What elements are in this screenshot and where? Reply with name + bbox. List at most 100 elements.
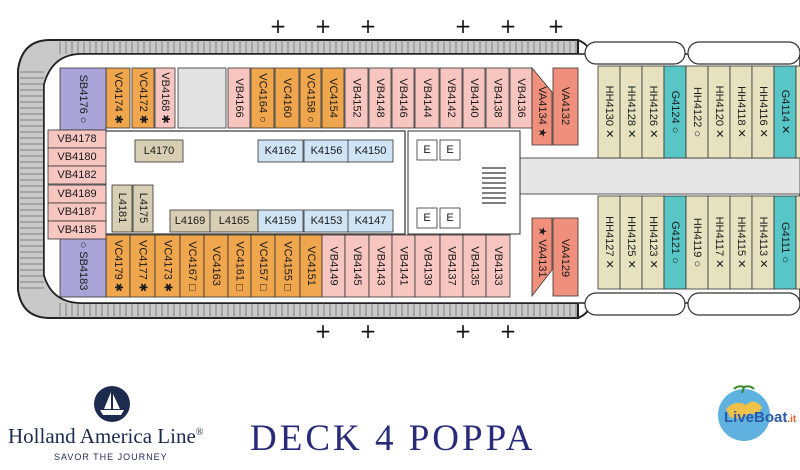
cabin-label-vb4187: VB4187: [57, 206, 96, 218]
cabin-k4150: [347, 139, 394, 163]
cabin-label-vb4140: VB4140: [468, 78, 480, 117]
plus-mark: +: [500, 14, 517, 38]
cabin-vc4177: [129, 234, 156, 298]
cabin-label-vc4172: VC4172 ✱: [137, 72, 149, 124]
cabin-label-vc4151: VC4151: [305, 246, 317, 286]
cabin-vc4158: [299, 67, 322, 129]
cabin-label-vc4154: VC4154: [327, 78, 339, 118]
cabin-label-hh4119: HH4119 ○: [691, 218, 703, 267]
cabin-label-l4175: L4175: [137, 193, 149, 224]
cabin-sb4176: [59, 67, 107, 131]
elevator: [439, 207, 461, 229]
elevator: [439, 139, 461, 161]
cabin-vc4160: [274, 67, 300, 129]
logo-circle: [94, 386, 130, 422]
cabin-l4170: [134, 139, 184, 163]
cabin-label-k4153: K4153: [311, 215, 343, 227]
cabin-label-vb4146: VB4146: [397, 78, 409, 117]
cabin-label-vb4168: VB4168 ✱: [159, 72, 171, 123]
cabin-label-vc4157: VC4157 □: [257, 241, 269, 291]
globe-land: [726, 401, 762, 419]
elevator-label: E: [446, 212, 453, 224]
brand-name-text: Holland America Line: [8, 424, 196, 448]
cabin-label-vb4135: VB4135: [469, 246, 481, 285]
cabin-label-vb4182: VB4182: [57, 169, 96, 181]
lifeboat: [584, 41, 686, 65]
holland-america-logo: [94, 386, 130, 422]
cabin-label-vb4136: VB4136: [515, 78, 527, 117]
cabin-label-sb4183: ○ SB4183: [77, 242, 89, 291]
plus-marks: ++++++++++: [270, 14, 565, 343]
hull-hatch: [20, 40, 577, 318]
cabin-label-hh4118: HH4118 ✕: [735, 86, 747, 138]
brand-reg: ®: [195, 427, 204, 438]
cabin-label-sb4176: SB4176 ○: [77, 75, 89, 124]
cabin-label-vb4148: VB4148: [374, 78, 386, 117]
lifeboat: [584, 292, 686, 316]
cabin-vc4155: [274, 234, 301, 298]
lifeboat: [687, 292, 800, 316]
cabin-va4131: [531, 217, 553, 298]
elevator: [416, 207, 438, 229]
cabin-vb4139: [414, 234, 441, 298]
cabin-vb4152: [344, 67, 369, 129]
cabin-vb4185: [47, 220, 107, 240]
cabin-label-vb4143: VB4143: [375, 246, 387, 285]
corridor: [519, 157, 800, 195]
cabin-vb4133: [485, 234, 511, 298]
cabin-label-vc4174: VC4174 ✱: [112, 72, 124, 124]
plus-mark: +: [455, 319, 472, 343]
plus-mark: +: [360, 14, 377, 38]
stairs: [482, 167, 506, 204]
plus-mark: +: [548, 14, 565, 38]
cabin-label-k4156: K4156: [311, 145, 343, 157]
cabin-label-k4150: K4150: [355, 145, 387, 157]
cabin-label-va4129: VA4129: [559, 239, 571, 277]
cabin-label-hh4127: HH4127 ✕: [603, 216, 615, 269]
cabin-label-vb4178: VB4178: [57, 133, 96, 145]
cabin-vb4145: [344, 234, 370, 298]
cabin-vb4142: [439, 67, 463, 129]
service-area: [177, 67, 227, 129]
palm-icon: [733, 385, 755, 394]
cabin-label-hh4123: HH4123 ✕: [647, 216, 659, 269]
cabin-label-vc4160: VC4160: [281, 78, 293, 118]
cabin-hh412: [795, 65, 800, 159]
cabin-label-vb4149: VB4149: [328, 246, 340, 285]
plus-mark: +: [500, 319, 517, 343]
elevator-label: E: [446, 144, 453, 156]
cabin-label-l4181: L4181: [116, 193, 128, 224]
cabin-label-hh4126: HH4126 ✕: [647, 86, 659, 139]
cabin-vb4138: [485, 67, 510, 129]
cabin-vb4146: [391, 67, 415, 129]
cabin-label-va4131: ★ VA4131: [536, 226, 548, 277]
cabin-va4134: [531, 66, 553, 146]
cabin-vc4157: [250, 234, 276, 298]
cabin-vb4148: [368, 67, 392, 129]
cabin-label-vc4161: VC4161 □: [234, 241, 246, 291]
cabin-vc4167: [179, 234, 205, 298]
cabin-vc4179: [105, 234, 131, 298]
logo-ship: [100, 410, 124, 415]
cabin-label-vb4142: VB4142: [445, 78, 457, 117]
cabin-l4181: [111, 184, 133, 233]
cabin-label-k4147: K4147: [355, 215, 387, 227]
liveboat-brand: LiveBoat: [724, 409, 788, 426]
liveboat-globe: [718, 385, 770, 441]
cabin-label-vb4185: VB4185: [57, 224, 96, 236]
liveboat-text: LiveBoat.it: [724, 409, 796, 426]
plus-mark: +: [315, 319, 332, 343]
cabin-label-l4165: L4165: [219, 215, 250, 227]
cabin-label-hh4120: HH4120 ✕: [713, 86, 725, 139]
cabin-label-hh4125: HH4125 ✕: [625, 216, 637, 269]
elevator-label: E: [423, 212, 430, 224]
cabin-label-vc4167: VC4167 □: [186, 241, 198, 291]
cabin-label-vc4177: VC4177 ✱: [137, 240, 149, 292]
cabin-label-vb4137: VB4137: [446, 246, 458, 285]
cabin-l4175: [132, 184, 154, 233]
cabin-va4132: [552, 67, 579, 146]
cabin-label-hh4122: HH4122 ○: [691, 87, 703, 137]
cabin-hh41: [795, 195, 800, 290]
